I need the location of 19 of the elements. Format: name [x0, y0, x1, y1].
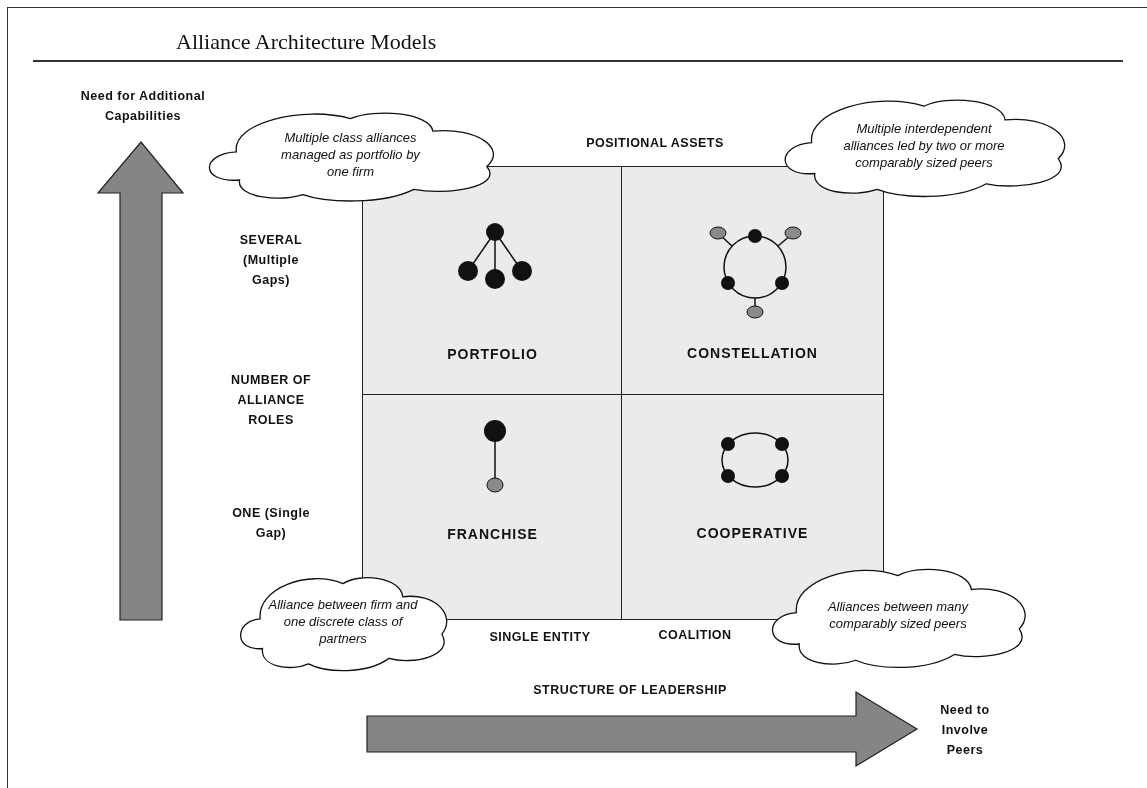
axis-label: ONE (Single Gap) — [231, 505, 311, 542]
cloud-text: Multiple interdependent alliances led by two or more comparably sized peers — [843, 119, 1005, 171]
diagram-title: Alliance Architecture Models — [176, 28, 437, 56]
cloud-text: Multiple class alliances managed as portfolio by one firm — [280, 128, 421, 180]
axis-label: SINGLE ENTITY — [489, 629, 591, 646]
quadrant-title: PORTFOLIO — [447, 345, 538, 364]
axis-label: NUMBER OF ALLIANCE ROLES — [229, 372, 313, 429]
quadrant-title: CONSTELLATION — [687, 344, 818, 363]
quadrant-panel — [621, 394, 884, 620]
axis-label: Need to Involve Peers — [939, 702, 991, 759]
cloud-text: Alliances between many comparably sized peers — [826, 598, 970, 632]
axis-label: STRUCTURE OF LEADERSHIP — [533, 682, 727, 699]
axis-label: POSITIONAL ASSETS — [586, 135, 724, 152]
quadrant-title: FRANCHISE — [447, 525, 538, 544]
axis-label: SEVERAL (Multiple Gaps) — [238, 232, 304, 289]
cloud-text: Alliance between firm and one discrete class of partners — [268, 595, 418, 647]
axis-label: COALITION — [658, 627, 732, 644]
axis-label: Need for Additional Capabilities — [79, 88, 207, 125]
quadrant-title: COOPERATIVE — [696, 524, 809, 543]
